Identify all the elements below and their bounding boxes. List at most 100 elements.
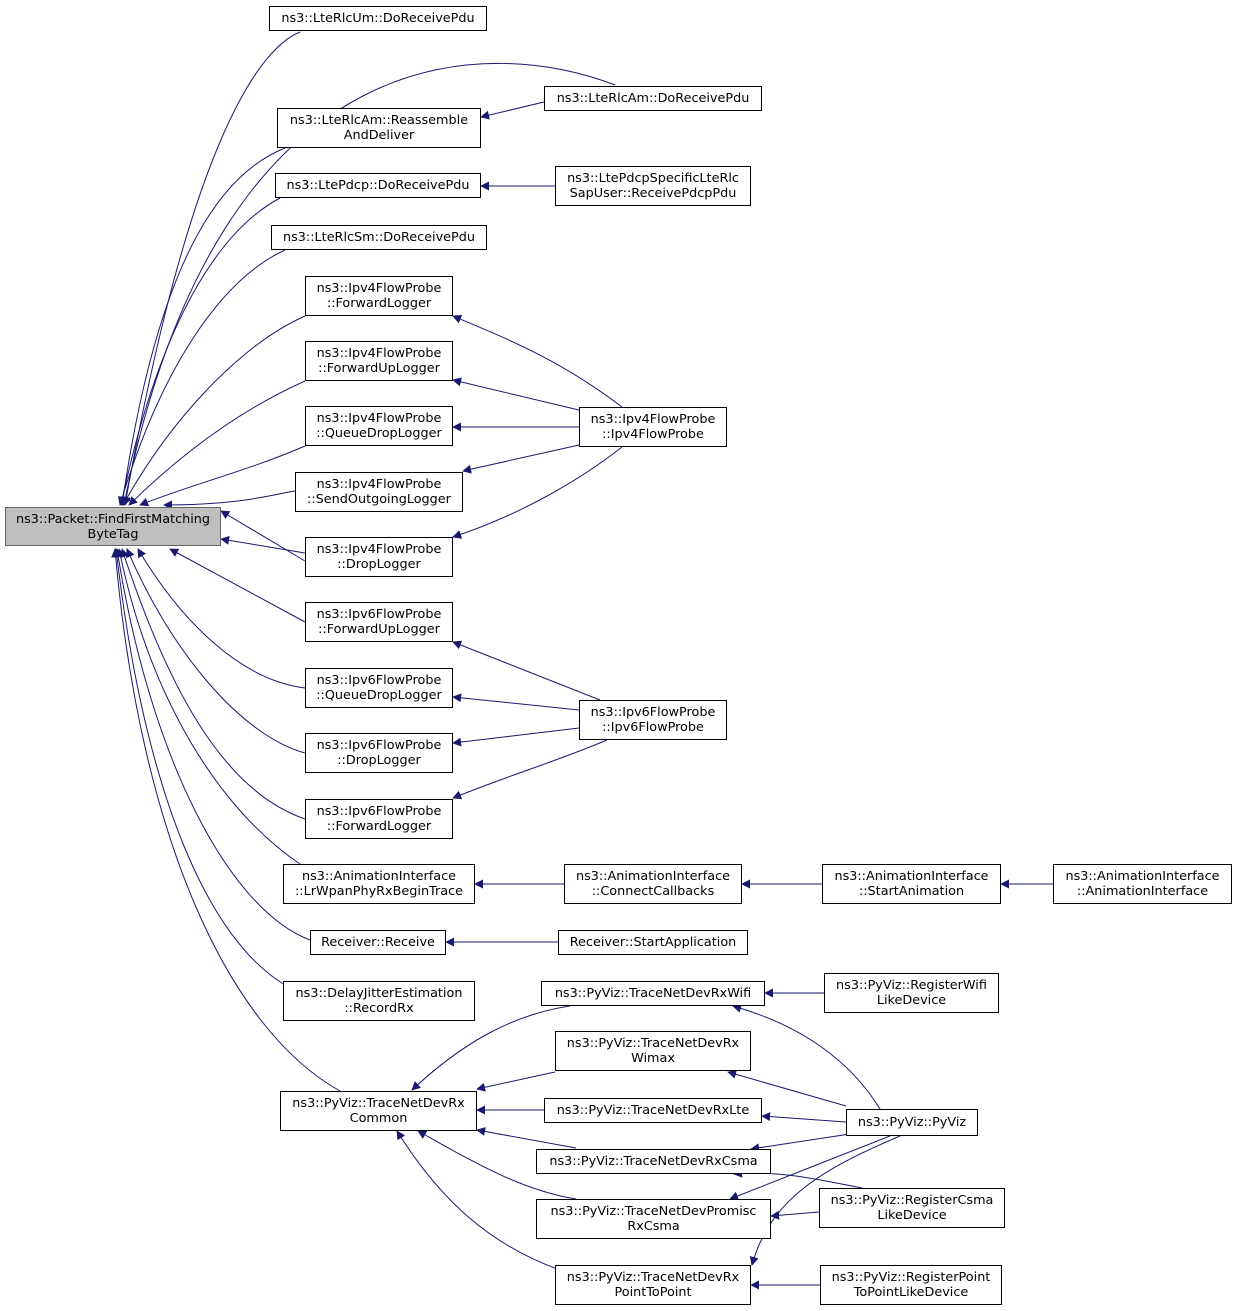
node-label: ::DropLogger	[337, 557, 421, 572]
node-label: ns3::PyViz::TraceNetDevPromisc	[550, 1204, 757, 1219]
node-conncb[interactable]: ns3::AnimationInterface::ConnectCallback…	[564, 864, 742, 904]
node-label: ns3::Ipv4FlowProbe	[590, 412, 716, 427]
node-label: ns3::PyViz::PyViz	[857, 1115, 967, 1130]
node-rxlte[interactable]: ns3::PyViz::TraceNetDevRxLte	[544, 1098, 762, 1123]
node-v6qd[interactable]: ns3::Ipv6FlowProbe::QueueDropLogger	[305, 668, 453, 708]
node-label: Common	[349, 1111, 408, 1126]
edge-amdo-to-reasm	[480, 101, 545, 120]
edge-rxwimax-to-rxcommon	[476, 1071, 556, 1092]
node-label: ::StartAnimation	[858, 884, 965, 899]
node-label: AndDeliver	[343, 128, 415, 143]
node-label: ns3::Ipv4FlowProbe	[316, 281, 442, 296]
node-label: ::LrWpanPhyRxBeginTrace	[295, 884, 463, 899]
node-label: RxCsma	[627, 1219, 680, 1234]
edge-pyviz-to-rxcsma	[750, 1133, 851, 1153]
node-pyviz[interactable]: ns3::PyViz::PyViz	[846, 1109, 978, 1136]
node-label: ::Ipv6FlowProbe	[602, 720, 704, 735]
node-startanim[interactable]: ns3::AnimationInterface::StartAnimation	[822, 864, 1001, 904]
edge-umdo-to-root	[121, 31, 301, 506]
edge-rxp2p-to-rxcommon	[396, 1130, 561, 1271]
node-label: ::ForwardUpLogger	[318, 622, 440, 637]
node-v4probe[interactable]: ns3::Ipv4FlowProbe::Ipv4FlowProbe	[579, 407, 727, 447]
node-label: LikeDevice	[877, 1208, 947, 1223]
node-label: ::ForwardLogger	[326, 819, 432, 834]
node-label: ns3::Ipv4FlowProbe	[316, 542, 442, 557]
node-rxcsma[interactable]: ns3::PyViz::TraceNetDevRxCsma	[536, 1149, 771, 1174]
node-lrwpan[interactable]: ns3::AnimationInterface::LrWpanPhyRxBegi…	[283, 864, 475, 904]
node-label: ns3::Ipv6FlowProbe	[316, 607, 442, 622]
node-label: Wimax	[631, 1051, 675, 1066]
node-djrx[interactable]: ns3::DelayJitterEstimation::RecordRx	[283, 981, 475, 1021]
edge-v4probe-to-v4fwd	[452, 314, 623, 408]
node-label: SapUser::ReceivePdcpPdu	[569, 186, 737, 201]
node-label: ByteTag	[87, 526, 139, 542]
node-label: ::ForwardUpLogger	[318, 361, 440, 376]
node-label: Receiver::Receive	[321, 935, 435, 950]
edge-v6probe-to-v6drop	[452, 727, 580, 747]
node-label: ns3::PyViz::TraceNetDevRxCsma	[549, 1154, 758, 1169]
node-v4fwdup[interactable]: ns3::Ipv4FlowProbe::ForwardUpLogger	[305, 341, 453, 381]
edge-v4fwdup-to-root	[128, 380, 306, 506]
edge-v6probe-to-v6fwdup	[452, 640, 601, 701]
edge-v6probe-to-v6fwd	[452, 739, 608, 800]
node-label: ns3::AnimationInterface	[575, 869, 731, 884]
node-startapp[interactable]: Receiver::StartApplication	[558, 930, 748, 955]
edge-v4so-to-root	[163, 490, 296, 510]
node-smdo[interactable]: ns3::LteRlcSm::DoReceivePdu	[271, 225, 487, 250]
node-v4fwd[interactable]: ns3::Ipv4FlowProbe::ForwardLogger	[305, 276, 453, 316]
node-label: ns3::LtePdcp::DoReceivePdu	[286, 178, 470, 193]
edge-pyviz-to-rxwimax	[727, 1069, 847, 1107]
edge-amdo-to-root	[121, 62, 616, 506]
edge-rxcsma-to-rxcommon	[476, 1127, 577, 1149]
node-v6drop[interactable]: ns3::Ipv6FlowProbe::DropLogger	[305, 733, 453, 773]
node-label: ns3::LteRlcUm::DoReceivePdu	[281, 11, 475, 26]
node-label: ::SendOutgoingLogger	[307, 492, 451, 507]
node-label: ns3::Ipv6FlowProbe	[590, 705, 716, 720]
node-umdo[interactable]: ns3::LteRlcUm::DoReceivePdu	[269, 6, 487, 31]
node-v6fwd[interactable]: ns3::Ipv6FlowProbe::ForwardLogger	[305, 799, 453, 839]
node-label: ns3::PyViz::TraceNetDevRxWifi	[554, 986, 752, 1001]
node-label: PointToPoint	[614, 1285, 692, 1300]
edge-pyviz-to-rxwifi	[732, 1003, 881, 1110]
node-label: ns3::PyViz::RegisterWifi	[836, 978, 987, 993]
edge-recv-to-root	[113, 548, 311, 941]
node-rxwifi[interactable]: ns3::PyViz::TraceNetDevRxWifi	[541, 981, 765, 1006]
node-v4so[interactable]: ns3::Ipv4FlowProbe::SendOutgoingLogger	[295, 472, 463, 512]
node-label: ns3::LteRlcSm::DoReceivePdu	[283, 230, 475, 245]
node-label: ns3::Ipv4FlowProbe	[316, 346, 442, 361]
node-v6fwdup[interactable]: ns3::Ipv6FlowProbe::ForwardUpLogger	[305, 602, 453, 642]
node-animif[interactable]: ns3::AnimationInterface::AnimationInterf…	[1053, 864, 1232, 904]
node-recv[interactable]: Receiver::Receive	[310, 930, 446, 955]
node-pdcp[interactable]: ns3::LtePdcp::DoReceivePdu	[275, 173, 481, 198]
node-label: ns3::AnimationInterface	[301, 869, 457, 884]
node-label: ns3::PyViz::RegisterCsma	[830, 1193, 994, 1208]
node-v6probe[interactable]: ns3::Ipv6FlowProbe::Ipv6FlowProbe	[579, 700, 727, 740]
edge-rxwifi-to-rxcommon	[411, 1005, 571, 1091]
node-label: LikeDevice	[876, 993, 947, 1008]
node-label: ns3::PyViz::TraceNetDevRxLte	[556, 1103, 750, 1118]
node-v4qd[interactable]: ns3::Ipv4FlowProbe::QueueDropLogger	[305, 406, 453, 446]
edge-pyviz-to-rxlte	[761, 1112, 847, 1123]
edge-v4drop-to-root	[220, 510, 306, 562]
node-amdo[interactable]: ns3::LteRlcAm::DoReceivePdu	[544, 86, 762, 111]
edge-v6drop-to-root	[126, 548, 306, 754]
node-label: ::ConnectCallbacks	[591, 884, 715, 899]
node-label: ::RecordRx	[344, 1001, 414, 1016]
edge-regcsma-to-rxcsma	[733, 1168, 863, 1189]
edge-v6probe-to-v6qd	[452, 693, 580, 711]
node-v4drop[interactable]: ns3::Ipv4FlowProbe::DropLogger	[305, 537, 453, 577]
edge-regcsma-to-promisc	[770, 1210, 820, 1220]
node-label: ns3::PyViz::TraceNetDevRx	[566, 1036, 740, 1051]
edge-v4qd-to-root	[139, 445, 306, 507]
node-label: ns3::DelayJitterEstimation	[295, 986, 463, 1001]
